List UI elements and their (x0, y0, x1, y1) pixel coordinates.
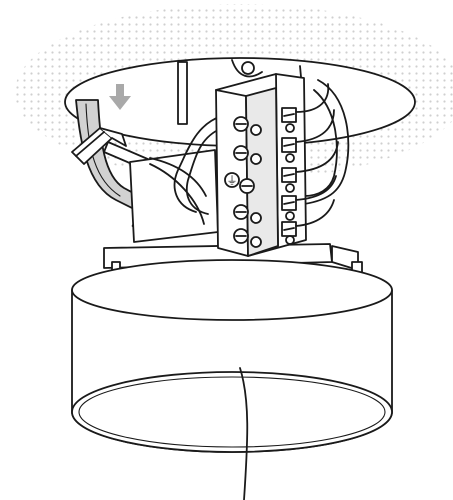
downlight-housing (71, 259, 393, 453)
terminal-row-5 (233, 221, 297, 248)
terminal-screws: ⏚ (224, 107, 297, 248)
terminal-row-3: ⏚ (224, 167, 297, 194)
ground-icon: ⏚ (227, 174, 238, 187)
terminal-row-1 (233, 107, 297, 136)
terminal-row-4 (233, 195, 297, 224)
arrow-down-icon (109, 84, 131, 110)
terminal-row-2 (233, 137, 297, 165)
wire-loops (149, 79, 350, 225)
lamp-wire (239, 367, 249, 500)
terminal-wires-right (295, 83, 339, 227)
